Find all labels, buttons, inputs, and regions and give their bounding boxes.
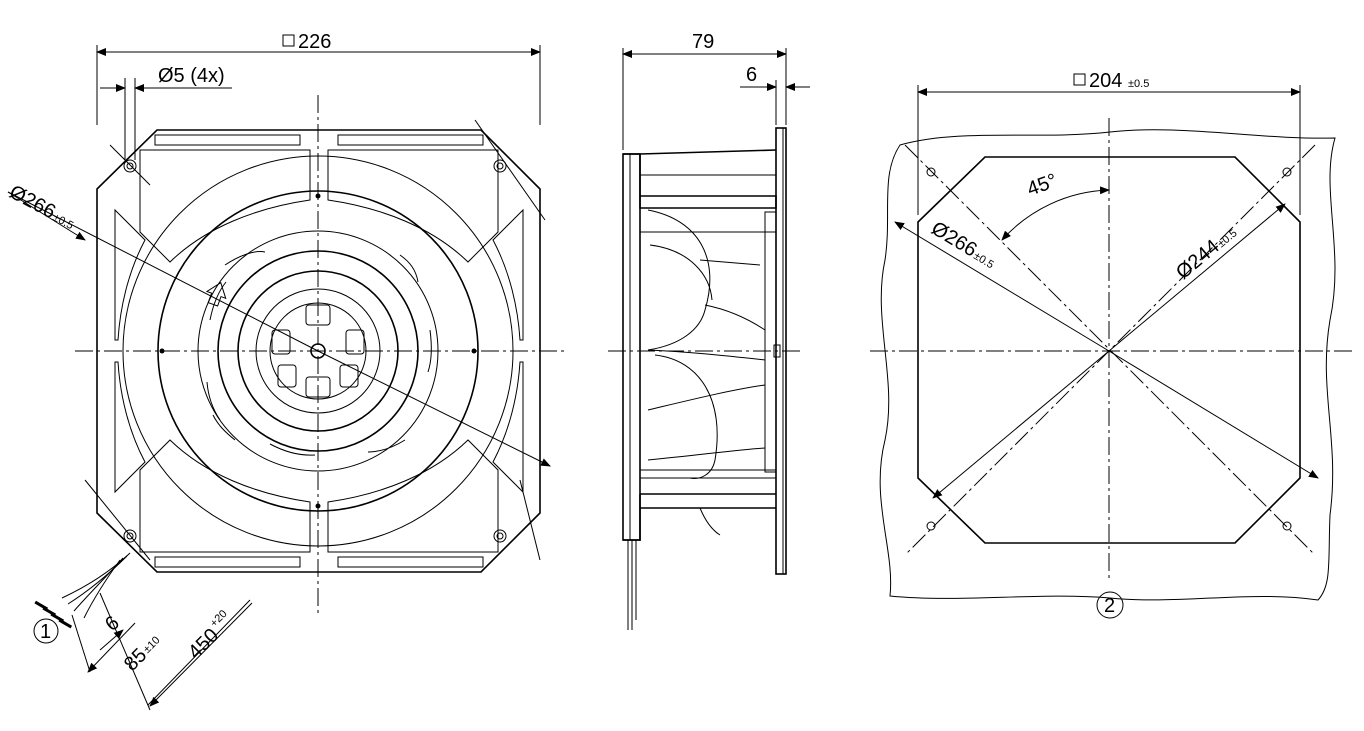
cutout-view: 45° Ø266 ±0.5 Ø244 ±0.5 204 ±0.5 2 bbox=[870, 70, 1355, 619]
cutout-holes bbox=[926, 167, 1292, 531]
dim-266-label: Ø266 bbox=[6, 181, 60, 223]
dim-flange-label: 6 bbox=[746, 64, 757, 86]
side-blades bbox=[647, 209, 766, 536]
dim-266-line bbox=[7, 191, 319, 352]
dim-204-label: 204 bbox=[1089, 70, 1122, 92]
impeller-blades bbox=[206, 251, 432, 456]
dim-hole-label: Ø5 (4x) bbox=[158, 65, 225, 87]
angle-arc bbox=[1001, 186, 1110, 241]
mounting-surface-boundary bbox=[879, 129, 1336, 601]
mounting-holes bbox=[123, 159, 507, 543]
airflow-arrow-icon bbox=[205, 281, 227, 307]
cable-ends bbox=[34, 600, 73, 629]
dim-204-tol: ±0.5 bbox=[1128, 78, 1149, 90]
cable-leads bbox=[61, 552, 131, 619]
callout-1-label: 1 bbox=[40, 621, 51, 643]
side-housing bbox=[623, 149, 777, 541]
dim-depth-label: 79 bbox=[692, 31, 714, 53]
fan-frame-outline bbox=[96, 129, 541, 573]
cutout-outline bbox=[917, 156, 1301, 544]
dim-226-label: 226 bbox=[298, 31, 331, 53]
dim-244-tol: ±0.5 bbox=[1216, 227, 1240, 250]
side-view: 79 6 bbox=[608, 31, 810, 630]
dim-266-cutout-label: Ø266 bbox=[927, 217, 980, 261]
front-view: 226 Ø5 (4x) Ø266 ±0.5 1 bbox=[6, 31, 565, 711]
angle-label: 45° bbox=[1024, 170, 1060, 201]
dim-lead-short-tol: ±10 bbox=[141, 634, 162, 655]
cutout-diagonal-2 bbox=[904, 144, 1316, 556]
dim-266-tol: ±0.5 bbox=[51, 212, 75, 233]
frame-windows bbox=[114, 134, 524, 568]
dim-266-cutout-tol: ±0.5 bbox=[971, 250, 995, 271]
corner-lines bbox=[84, 119, 546, 561]
dim-266-cutout-line bbox=[894, 221, 1110, 352]
callout-2-label: 2 bbox=[1104, 595, 1115, 617]
dim-lead-long-tol: +20 bbox=[208, 608, 230, 630]
cutout-diagonal-1 bbox=[904, 144, 1316, 556]
callout-2-circle bbox=[1096, 591, 1124, 619]
dim-lead-long-label: 450 bbox=[184, 624, 223, 663]
callout-1-circle bbox=[33, 618, 59, 644]
square-symbol bbox=[282, 34, 295, 47]
dim-244-line-a bbox=[1108, 203, 1286, 352]
side-cable bbox=[627, 540, 637, 630]
